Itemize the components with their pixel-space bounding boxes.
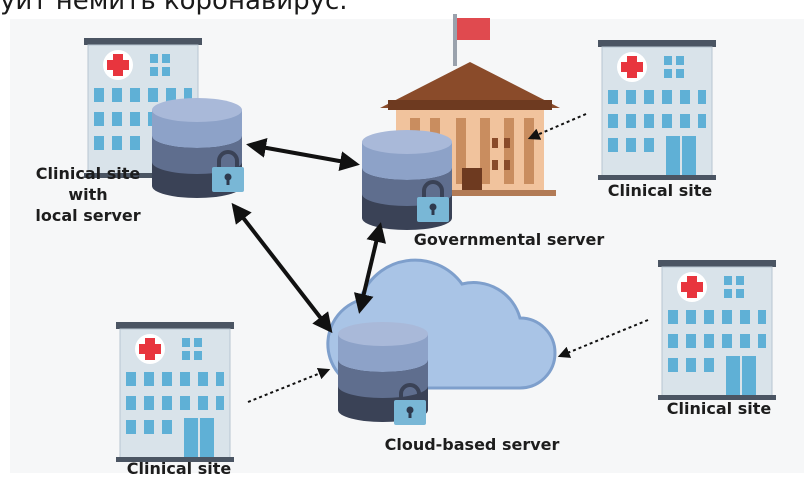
clinical-site-bottom-right-building-icon bbox=[657, 259, 777, 401]
local-site-label: Clinical site with local server bbox=[28, 163, 148, 226]
dotted-arrow-bottom-right-to-cloud bbox=[557, 319, 649, 358]
dotted-arrow-top-right-to-governmental bbox=[527, 113, 587, 140]
bottom-left-site-label: Clinical site bbox=[126, 459, 232, 478]
arrow-governmental-to-cloud bbox=[353, 222, 387, 314]
cropped-caption-text: уит немить коронавирус. bbox=[0, 0, 348, 16]
governmental-server-label: Governmental server bbox=[413, 230, 605, 249]
clinical-site-top-right-building-icon bbox=[597, 39, 717, 181]
clinical-site-bottom-left-building-icon bbox=[115, 321, 235, 463]
local-site-label-line3: local server bbox=[35, 206, 141, 225]
left-frame-border bbox=[0, 0, 10, 473]
cloud-server-label: Cloud-based server bbox=[384, 435, 560, 454]
arrow-local-to-cloud bbox=[231, 202, 333, 334]
local-site-label-line1: Clinical site bbox=[35, 164, 141, 183]
dotted-arrow-bottom-left-to-cloud bbox=[247, 367, 331, 403]
local-site-label-line2: with bbox=[68, 185, 108, 204]
bottom-right-site-label: Clinical site bbox=[666, 399, 772, 418]
governmental-building-icon bbox=[380, 14, 560, 196]
arrow-local-to-governmental bbox=[246, 137, 360, 172]
top-right-site-label: Clinical site bbox=[607, 181, 713, 200]
